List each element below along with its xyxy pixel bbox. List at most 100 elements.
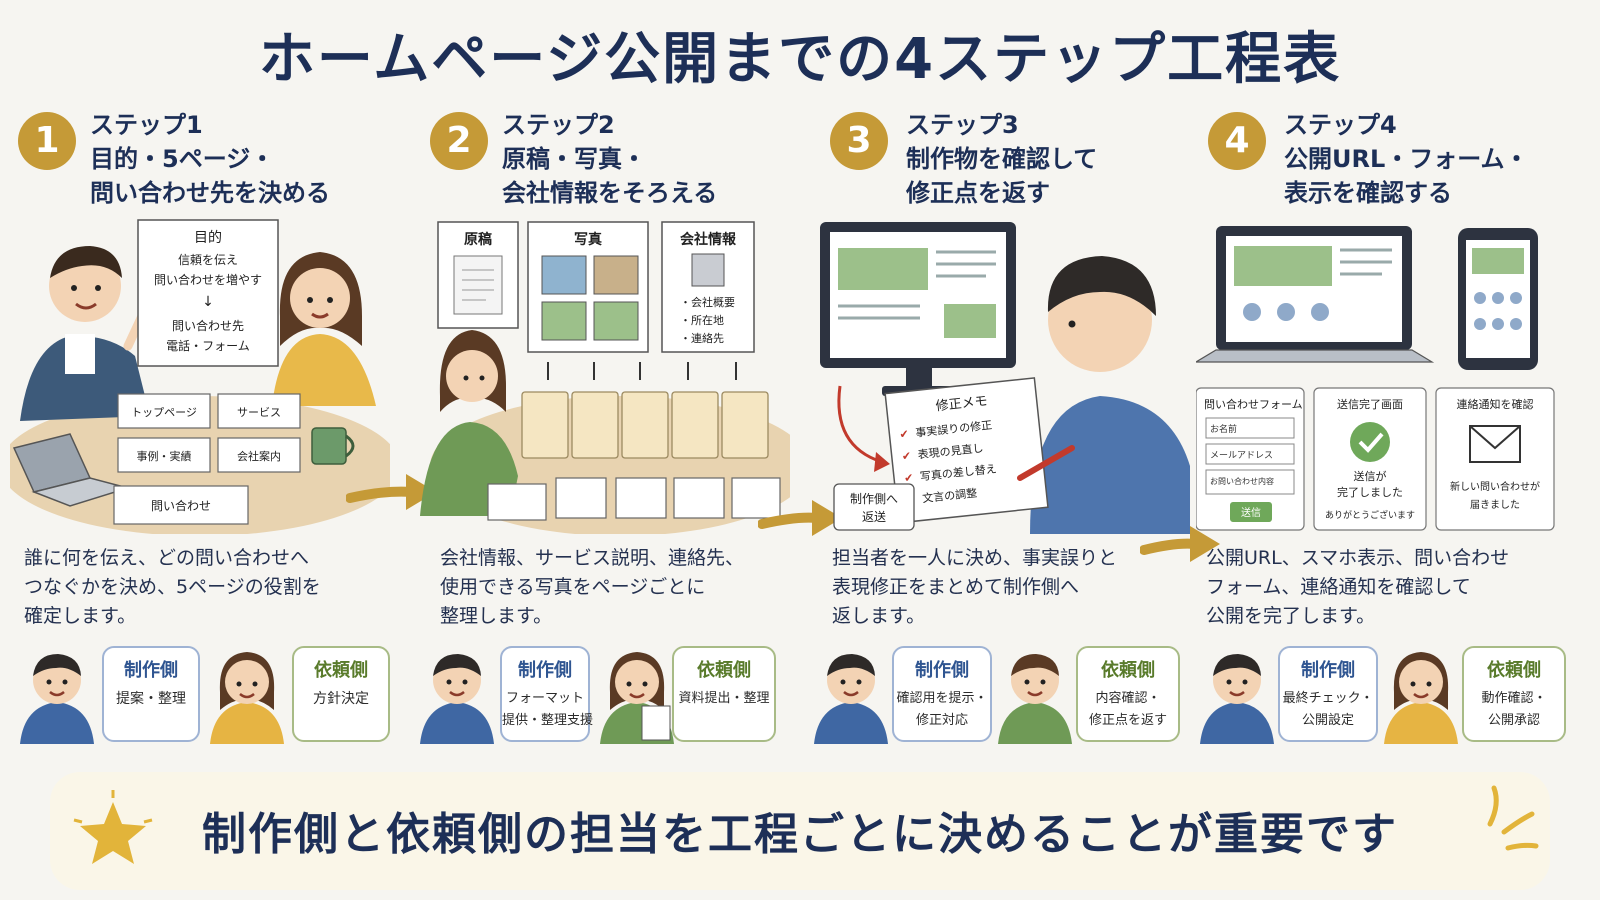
client-role-tasks: 内容確認・ 修正点を返す [1078,688,1178,732]
monitor-icon [820,222,1016,396]
thanks-text: ありがとうございます [1325,509,1415,521]
step-4-number: 4 [1208,112,1266,170]
star-icon [73,790,153,864]
step-2-title-line: ステップ2 [502,111,615,139]
client-role-card: 依頼側 方針決定 [292,646,390,742]
task-line: 修正点を返す [1088,713,1167,728]
client-avatar [210,652,284,744]
goal-note-line: 電話・フォーム [166,338,250,353]
step-1: 1 ステップ1 目的・5ページ・ 問い合わせ先を決める 目的 [10,104,390,754]
page-card-company [217,437,301,473]
step-4-header: 4 ステップ4 公開URL・フォーム・ 表示を確認する [1196,104,1576,214]
step-4-title: ステップ4 公開URL・フォーム・ 表示を確認する [1284,108,1529,210]
return-label: 制作側へ [850,492,898,506]
photo-team-icon [541,301,587,341]
correction-memo: 修正メモ ✔事実誤りの修正 ✔表現の見直し ✔写真の差し替え ✔文言の調整 [884,377,1049,524]
producer-man-illustration [1030,256,1190,534]
goal-note-line: 問い合わせ先 [172,318,244,333]
producer-role-card: 制作側 提案・整理 [102,646,200,742]
footer-banner [50,772,1550,890]
step-2-roles: 制作側 フォーマット 提供・整理支援 依頼側 資料提出・整理 [410,636,800,746]
task-line: 提供・整理支援 [502,713,594,728]
photo-work-icon [593,301,639,341]
step-1-roles: 制作側 提案・整理 依頼側 方針決定 [10,636,400,746]
step-1-illustration: 目的 信頼を伝え 問い合わせを増やす ↓ 問い合わせ先 電話・フォーム トップペ… [10,219,390,534]
document-icon [453,255,503,315]
page-card-label: トップページ [131,406,197,419]
step-1-title-line: 目的・5ページ・ [90,145,275,173]
desc-line: 誰に何を伝え、どの問い合わせへ [24,547,310,569]
page-card-label: 事例・実績 [137,449,192,463]
desc-line: フォーム、連絡通知を確認して [1206,576,1471,598]
step-1-title: ステップ1 目的・5ページ・ 問い合わせ先を決める [90,108,330,210]
company-info-label: 会社情報 [680,231,737,248]
desc-line: 公開URL、スマホ表示、問い合わせ [1206,547,1510,569]
desc-line: 確定します。 [24,605,137,627]
step-3-illustration: 修正メモ ✔事実誤りの修正 ✔表現の見直し ✔写真の差し替え ✔文言の調整 制作… [820,222,1190,534]
check-circle-icon [1350,422,1390,462]
client-woman-illustration [272,252,376,406]
check-icon: ✔ [901,449,912,463]
producer-role-label: 制作側 [1301,660,1355,681]
submit-button [1230,502,1272,522]
step-2-illustration: 原稿 写真 会社情報 ・会社概要 ・所在地 ・連絡先 [420,221,790,534]
step-4-roles: 制作側 最終チェック・ 公開設定 依頼側 動作確認・ 公開承認 [1196,636,1586,746]
memo-item: 表現の見直し [917,441,984,462]
return-label: 返送 [862,509,886,524]
page-card-label: 会社案内 [237,449,281,463]
photo-building-icon [541,255,587,295]
producer-role-label: 制作側 [124,660,178,681]
form-title: 問い合わせフォーム [1204,397,1303,411]
producer-role-tasks: 最終チェック・ 公開設定 [1280,688,1376,732]
goal-note-line: 目的 [194,230,222,246]
field-label: お問い合わせ内容 [1210,476,1274,486]
desc-line: 担当者を一人に決め、事実誤りと [832,547,1118,569]
return-arrow-icon [837,385,883,464]
producer-role-tasks: 確認用を提示・ 修正対応 [894,688,990,732]
client-role-card: 依頼側 資料提出・整理 [672,646,776,742]
page-card-label: 問い合わせ [151,498,211,513]
desc-line: 表現修正をまとめて制作側へ [832,576,1080,598]
desc-line: 整理します。 [440,605,553,627]
page-card-contact [113,485,249,525]
producer-role-card: 制作側 フォーマット 提供・整理支援 [500,646,594,742]
step-4-title-line: ステップ4 [1284,111,1397,139]
producer-role-card: 制作側 最終チェック・ 公開設定 [1278,646,1378,742]
pen-icon [1017,445,1075,481]
step-2: 2 ステップ2 原稿・写真・ 会社情報をそろえる 原稿 写真 会社情報 ・会社概… [410,104,790,754]
task-line: 公開設定 [1301,713,1354,728]
producer-role-card: 制作側 確認用を提示・ 修正対応 [892,646,992,742]
client-role-card: 依頼側 動作確認・ 公開承認 [1462,646,1566,742]
step-3-title-line: ステップ3 [906,111,1019,139]
laptop-icon [1196,226,1435,363]
complete-title: 送信完了画面 [1337,397,1403,411]
smartphone-icon [1458,228,1538,370]
task-line: 資料提出・整理 [678,691,770,706]
step-4: 4 ステップ4 公開URL・フォーム・ 表示を確認する 問い合わせフォーム [1196,104,1592,754]
notify-title: 連絡通知を確認 [1457,397,1534,411]
task-line: 提案・整理 [116,691,186,707]
flow-arrow-icon [346,474,436,510]
client-role-card: 依頼側 内容確認・ 修正点を返す [1076,646,1180,742]
task-line: 動作確認・ [1481,691,1547,706]
step-3: 3 ステップ3 制作物を確認して 修正点を返す 修正メモ ✔ [810,104,1190,754]
goal-note-line: 問い合わせを増やす [154,272,262,287]
building-icon [691,253,725,287]
photo-people-icon [593,255,639,295]
desc-line: つなぐかを決め、5ページの役割を [24,576,321,598]
page-card-cases [117,437,211,473]
step-2-description: 会社情報、サービス説明、連絡先、 使用できる写真をページごとに 整理します。 [440,544,800,631]
producer-role-tasks: フォーマット 提供・整理支援 [502,688,594,732]
client-role-label: 依頼側 [1487,660,1541,681]
message-field [1205,469,1295,495]
step-3-number: 3 [830,112,888,170]
submit-label: 送信 [1241,506,1261,519]
step-2-number: 2 [430,112,488,170]
check-icon: ✔ [903,471,914,485]
producer-avatar [814,654,888,744]
step-1-title-line: 問い合わせ先を決める [90,179,330,207]
name-field [1205,417,1295,439]
mug-icon [311,427,355,465]
footer-message: 制作側と依頼側の担当を工程ごとに決めることが重要です [202,809,1398,860]
step-3-title-line: 制作物を確認して [906,145,1098,173]
